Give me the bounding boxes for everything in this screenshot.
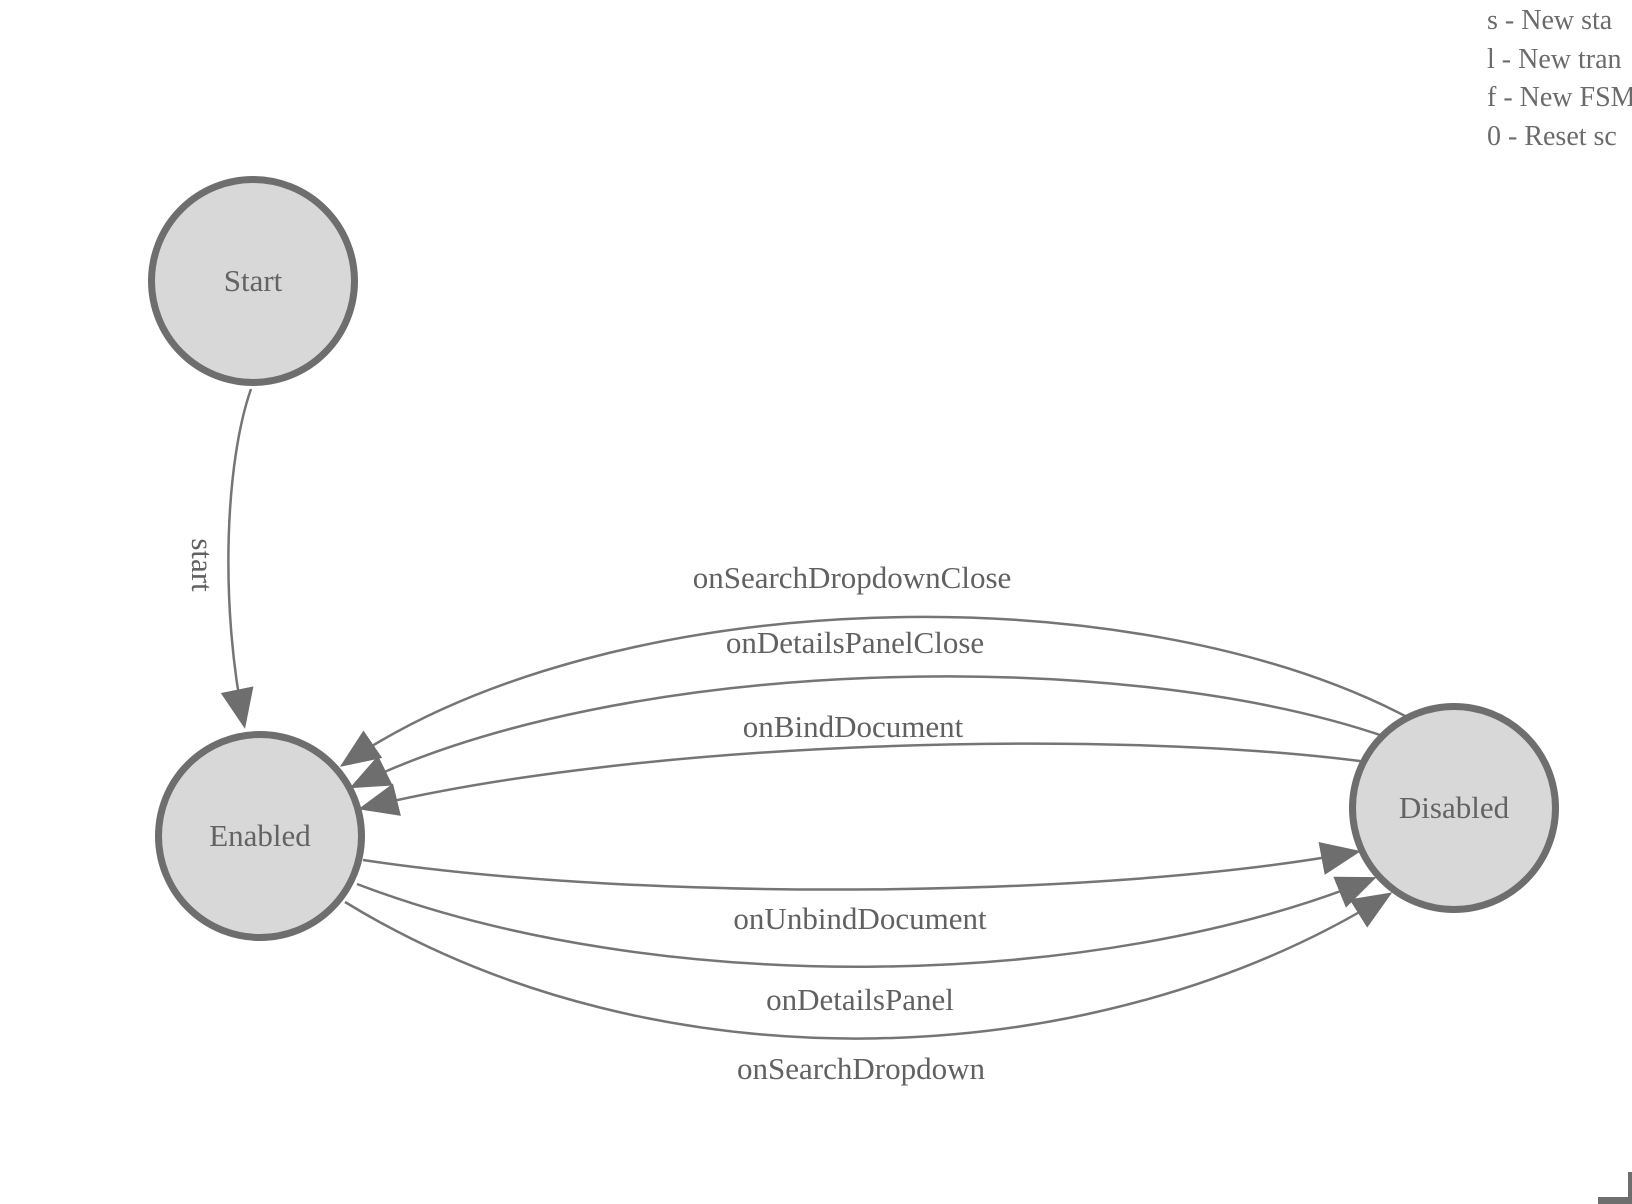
edge-onunbinddocument bbox=[362, 842, 1361, 891]
state-label-start: Start bbox=[223, 263, 283, 298]
state-label-disabled: Disabled bbox=[1398, 790, 1510, 825]
edge-label-onsearchdropdownclose: onSearchDropdownClose bbox=[692, 560, 1012, 595]
edge-start bbox=[220, 388, 254, 729]
edge-label-start: start bbox=[185, 538, 220, 592]
edge-ondetailspanelclose bbox=[349, 675, 1387, 789]
edge-ondetailspanel bbox=[356, 876, 1377, 968]
state-node-enabled[interactable]: Enabled bbox=[155, 731, 365, 941]
edge-onsearchdropdown bbox=[344, 892, 1393, 1040]
legend-line-new-transition: l - New tran bbox=[1487, 43, 1622, 75]
legend-line-new-state: s - New sta bbox=[1487, 5, 1613, 36]
edge-onsearchdropdownclose bbox=[339, 615, 1408, 767]
edge-label-ondetailspanel: onDetailsPanel bbox=[766, 982, 954, 1017]
state-label-enabled: Enabled bbox=[209, 818, 311, 853]
edge-onbinddocument bbox=[358, 742, 1368, 816]
edge-label-onsearchdropdown: onSearchDropdown bbox=[737, 1051, 985, 1086]
edge-label-onunbinddocument: onUnbindDocument bbox=[733, 901, 987, 936]
edge-label-onbinddocument: onBindDocument bbox=[742, 709, 964, 744]
edge-label-ondetailspanelclose: onDetailsPanelClose bbox=[725, 625, 985, 660]
state-node-start[interactable]: Start bbox=[148, 176, 358, 386]
cropped-corner-shape bbox=[1598, 1172, 1632, 1204]
legend-line-new-fsm: f - New FSM bbox=[1487, 82, 1632, 113]
state-node-disabled[interactable]: Disabled bbox=[1349, 703, 1559, 913]
shortcut-legend: s - New sta l - New tran f - New FSM 0 -… bbox=[1487, 2, 1632, 156]
legend-line-reset: 0 - Reset sc bbox=[1487, 120, 1617, 152]
